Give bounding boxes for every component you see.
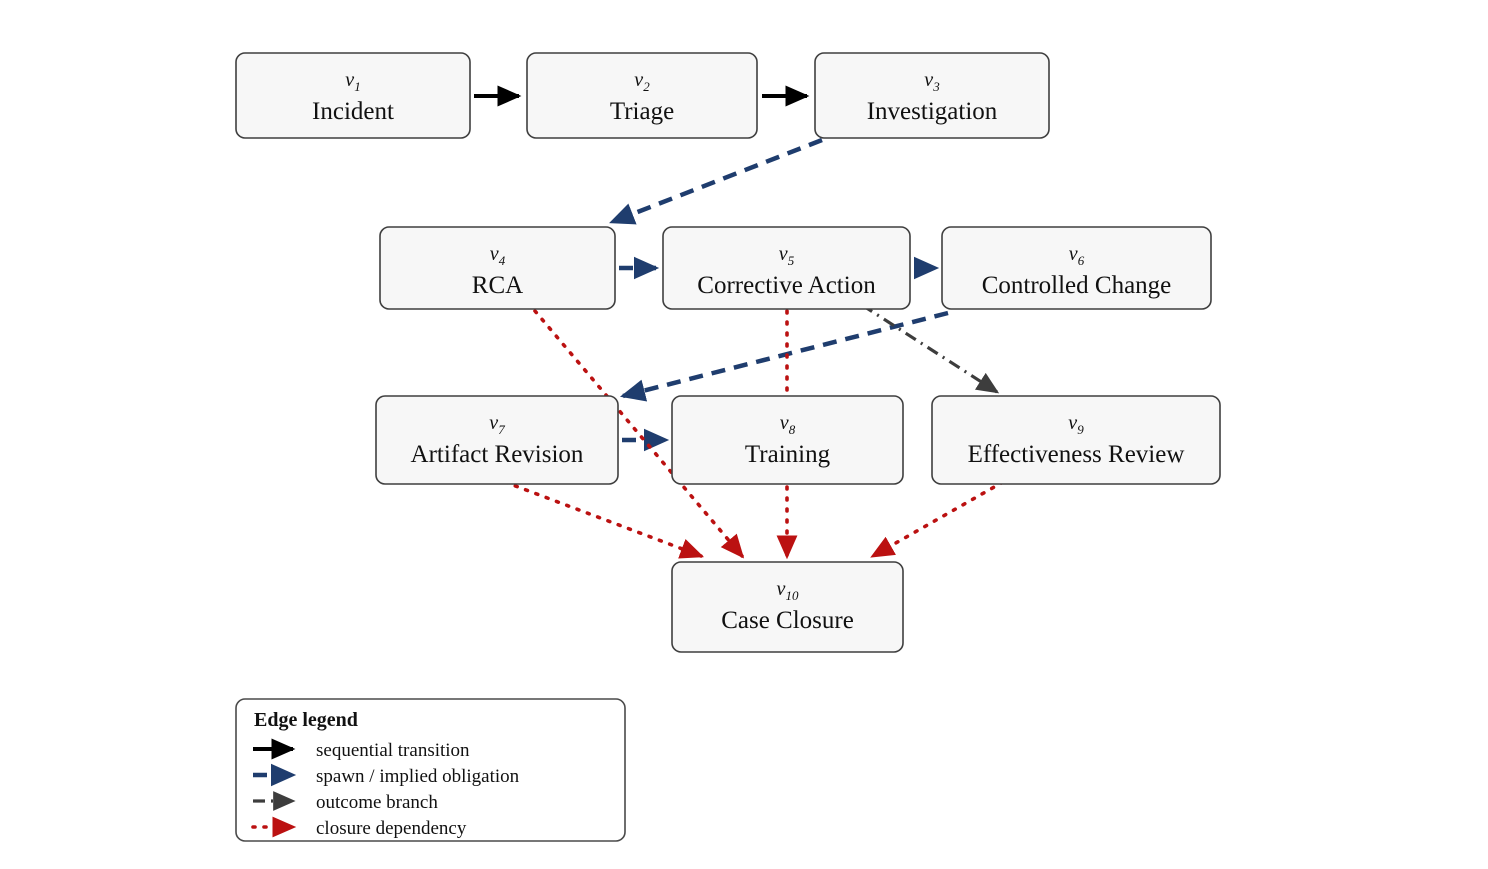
node-box[interactable]	[235, 52, 471, 139]
node-label: Artifact Revision	[411, 441, 584, 468]
node-label: Controlled Change	[982, 272, 1172, 299]
node-box[interactable]	[526, 52, 758, 139]
edge-line	[870, 480, 1005, 558]
node-box[interactable]	[931, 395, 1221, 485]
node-label: RCA	[472, 272, 523, 299]
edge-line	[609, 137, 823, 225]
node-label: Training	[745, 441, 831, 468]
legend-label: sequential transition	[316, 740, 470, 761]
node-label: Investigation	[867, 98, 998, 125]
node-id: v2	[634, 69, 650, 94]
node-box[interactable]	[671, 561, 904, 653]
node-label: Corrective Action	[697, 272, 876, 299]
edge-v4-to-v10	[533, 309, 745, 559]
edge-line	[861, 303, 1000, 394]
edge-v3-to-v4	[609, 137, 823, 225]
node-id: v1	[345, 69, 360, 94]
edge-layer	[474, 85, 1005, 560]
node-id: v7	[489, 412, 505, 437]
node-label: Effectiveness Review	[968, 441, 1185, 468]
node-box[interactable]	[379, 226, 616, 310]
node-box[interactable]	[671, 395, 904, 485]
legend-item-outcome[interactable]: outcome branch	[253, 791, 438, 813]
legend: Edge legend sequential transition spawn /…	[235, 698, 626, 842]
edge-v9-to-v10	[870, 480, 1005, 558]
node-id: v5	[779, 243, 795, 268]
node-box[interactable]	[814, 52, 1050, 139]
node-label: Triage	[610, 98, 674, 125]
node-id: v10	[777, 578, 799, 603]
edge-v7-to-v10	[503, 480, 705, 559]
node-id: v8	[780, 412, 796, 437]
legend-title: Edge legend	[254, 709, 358, 731]
edge-line	[533, 309, 745, 559]
node-id: v9	[1068, 412, 1084, 437]
legend-items: sequential transition spawn / implied obl…	[251, 738, 520, 839]
node-box[interactable]	[941, 226, 1212, 310]
legend-item-spawn[interactable]: spawn / implied obligation	[253, 763, 520, 787]
edge-v6-to-v9	[861, 303, 1000, 394]
legend-item-sequential[interactable]: sequential transition	[253, 738, 470, 761]
legend-box	[235, 698, 626, 842]
node-box[interactable]	[662, 226, 911, 310]
legend-item-closure[interactable]: closure dependency	[251, 816, 467, 839]
node-box[interactable]	[375, 395, 619, 485]
node-id: v6	[1069, 243, 1085, 268]
node-label: Incident	[312, 98, 394, 125]
node-id: v4	[490, 243, 506, 268]
legend-label: outcome branch	[316, 792, 438, 813]
edge-line	[503, 480, 705, 559]
legend-label: closure dependency	[316, 818, 467, 839]
node-id: v3	[924, 69, 940, 94]
node-label: Case Closure	[721, 607, 854, 634]
legend-label: spawn / implied obligation	[316, 766, 520, 787]
